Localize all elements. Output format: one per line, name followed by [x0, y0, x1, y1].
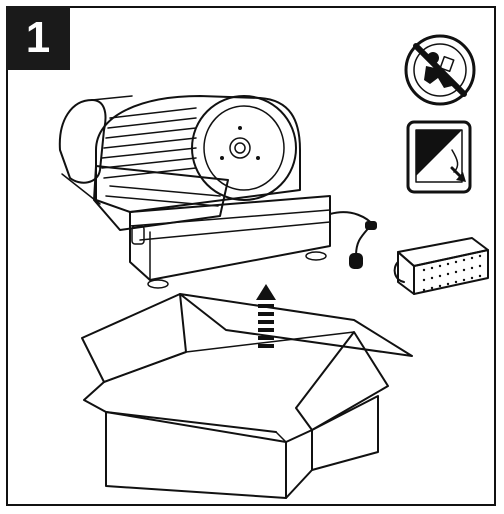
- open-box-illustration: [81, 293, 413, 499]
- meat-slicer-illustration: [58, 95, 377, 289]
- step-number-badge: 1: [6, 6, 70, 70]
- panel-frame: [6, 6, 496, 506]
- sealed-package-icon: [393, 237, 489, 295]
- remove-protective-film-icon: [406, 120, 472, 194]
- no-children-warning-icon: [404, 34, 476, 106]
- lift-out-arrow-icon: [256, 284, 276, 348]
